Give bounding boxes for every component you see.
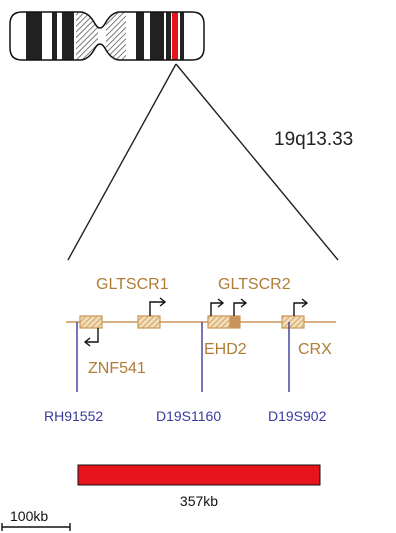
- gene-box-ehd2: [207, 315, 231, 329]
- transcription-arrow-ehd2: [210, 302, 222, 316]
- chromosome-band: [166, 12, 171, 60]
- gene-label-znf541: ZNF541: [88, 360, 146, 377]
- gene-box-crx: [281, 315, 305, 329]
- gene-label-crx: CRX: [298, 341, 332, 358]
- arrowhead-icon: [301, 298, 309, 308]
- zoom-line-right: [175, 63, 339, 261]
- arrowhead-icon: [159, 297, 167, 307]
- chromosome-band: [180, 12, 184, 60]
- gene-label-gltscr1: GLTSCR1: [96, 276, 169, 293]
- transcription-arrow-gltscr2: [233, 302, 245, 316]
- marker-label-d19s1160: D19S1160: [156, 408, 221, 424]
- gene-box-gltscr1: [137, 315, 161, 329]
- chromosome-ideogram: [9, 11, 205, 61]
- scale-label: 100kb: [10, 508, 48, 524]
- band-label: 19q13.33: [274, 129, 353, 150]
- centromere: [106, 12, 126, 60]
- chromosome-highlight-band: [172, 12, 178, 60]
- arrowhead-icon: [83, 337, 91, 347]
- chromosome-band: [62, 12, 74, 60]
- marker-label-d19s902: D19S902: [268, 408, 327, 424]
- transcription-arrow-gltscr1: [149, 301, 164, 316]
- chromosome-band: [26, 12, 42, 60]
- chromosome-outline: [9, 11, 205, 61]
- chromosome-band: [150, 12, 164, 60]
- arrowhead-icon: [240, 298, 248, 308]
- gene-label-gltscr2: GLTSCR2: [218, 276, 291, 293]
- transcription-arrow-znf541: [86, 328, 99, 343]
- gene-box-gltscr2: [229, 315, 241, 329]
- marker-label-rh91552: RH91552: [44, 408, 103, 424]
- transcription-arrow-crx: [293, 302, 306, 316]
- gene-label-ehd2: EHD2: [204, 341, 247, 358]
- region-size-label: 357kb: [180, 493, 218, 509]
- chromosome-band: [136, 12, 144, 60]
- chromosome-band: [52, 12, 57, 60]
- gene-box-znf541: [79, 315, 103, 329]
- centromere: [76, 12, 98, 60]
- arrowhead-icon: [217, 298, 225, 308]
- deleted-region-bar: [77, 464, 321, 486]
- zoom-line-left: [67, 63, 177, 261]
